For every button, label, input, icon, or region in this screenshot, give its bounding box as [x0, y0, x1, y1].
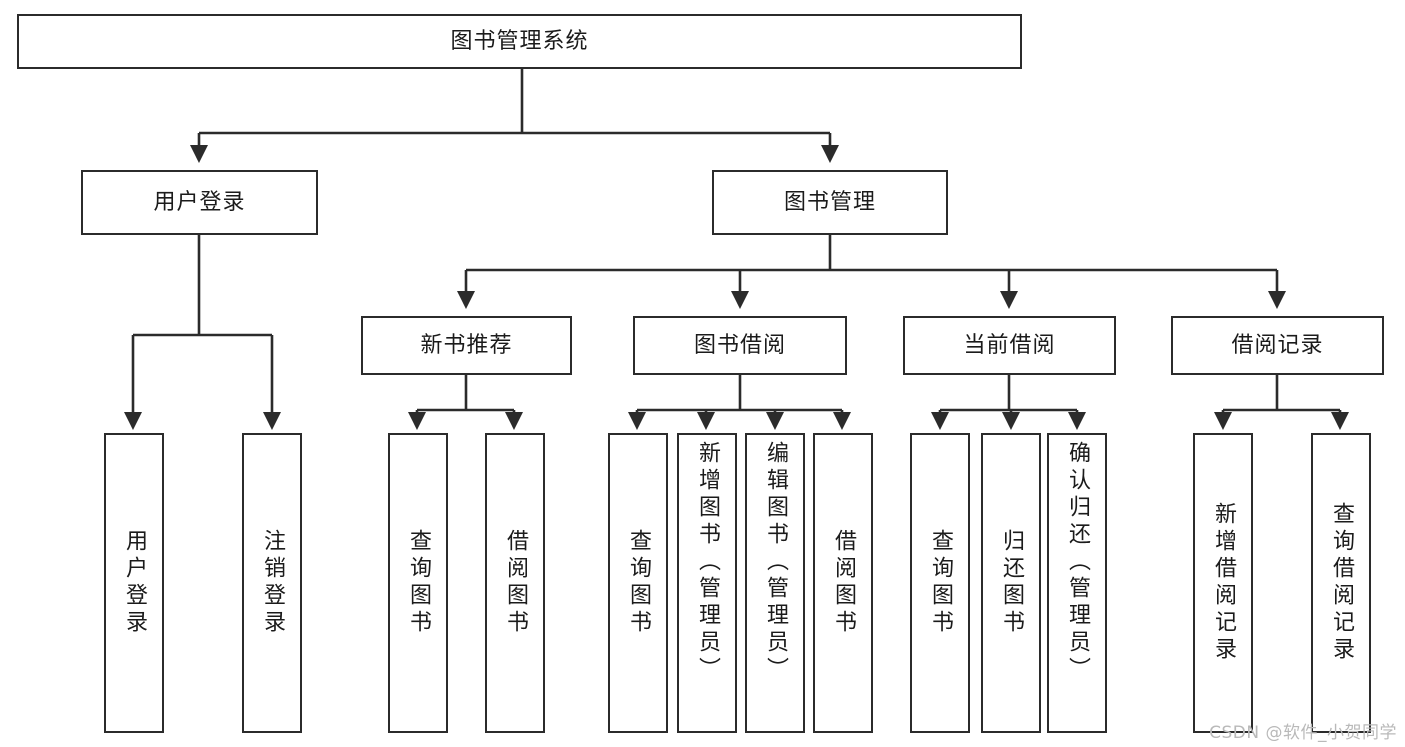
node-label: 归还图书 — [999, 529, 1024, 637]
leaf-add-record[interactable]: 新增借阅记录 — [1193, 433, 1253, 733]
node-borrow-record[interactable]: 借阅记录 — [1171, 316, 1384, 375]
node-label: 用户登录 — [122, 529, 147, 637]
node-label: 查询借阅记录 — [1329, 502, 1354, 664]
leaf-borrow-book-1[interactable]: 借阅图书 — [485, 433, 545, 733]
leaf-query-book-1[interactable]: 查询图书 — [388, 433, 448, 733]
node-label: 新增图书（管理员） — [695, 441, 720, 684]
leaf-return-book[interactable]: 归还图书 — [981, 433, 1041, 733]
node-new-book-recommend[interactable]: 新书推荐 — [361, 316, 572, 375]
node-user-login[interactable]: 用户登录 — [81, 170, 318, 235]
node-label: 查询图书 — [928, 529, 953, 637]
node-label: 新增借阅记录 — [1211, 502, 1236, 664]
node-label: 确认归还（管理员） — [1065, 441, 1090, 684]
node-root-system[interactable]: 图书管理系统 — [17, 14, 1022, 69]
node-current-borrow[interactable]: 当前借阅 — [903, 316, 1116, 375]
node-label: 借阅图书 — [503, 529, 528, 637]
watermark-text: CSDN @软件_小贺同学 — [1209, 723, 1397, 743]
leaf-query-book-2[interactable]: 查询图书 — [608, 433, 668, 733]
node-label: 查询图书 — [626, 529, 651, 637]
leaf-logout[interactable]: 注销登录 — [242, 433, 302, 733]
node-label: 用户登录 — [153, 189, 246, 215]
node-label: 借阅记录 — [1231, 332, 1324, 358]
leaf-confirm-return[interactable]: 确认归还（管理员） — [1047, 433, 1107, 733]
node-label: 查询图书 — [406, 529, 431, 637]
node-book-borrow[interactable]: 图书借阅 — [633, 316, 847, 375]
leaf-user-login[interactable]: 用户登录 — [104, 433, 164, 733]
node-label: 图书管理系统 — [450, 28, 589, 54]
node-label: 当前借阅 — [963, 332, 1056, 358]
node-label: 编辑图书（管理员） — [763, 441, 788, 684]
node-label: 借阅图书 — [831, 529, 856, 637]
leaf-borrow-book-2[interactable]: 借阅图书 — [813, 433, 873, 733]
node-label: 注销登录 — [260, 529, 285, 637]
node-label: 新书推荐 — [420, 332, 513, 358]
leaf-add-book[interactable]: 新增图书（管理员） — [677, 433, 737, 733]
leaf-query-book-3[interactable]: 查询图书 — [910, 433, 970, 733]
node-label: 图书管理 — [783, 189, 876, 215]
node-label: 图书借阅 — [693, 332, 786, 358]
leaf-edit-book[interactable]: 编辑图书（管理员） — [745, 433, 805, 733]
leaf-query-record[interactable]: 查询借阅记录 — [1311, 433, 1371, 733]
node-book-manage[interactable]: 图书管理 — [712, 170, 948, 235]
